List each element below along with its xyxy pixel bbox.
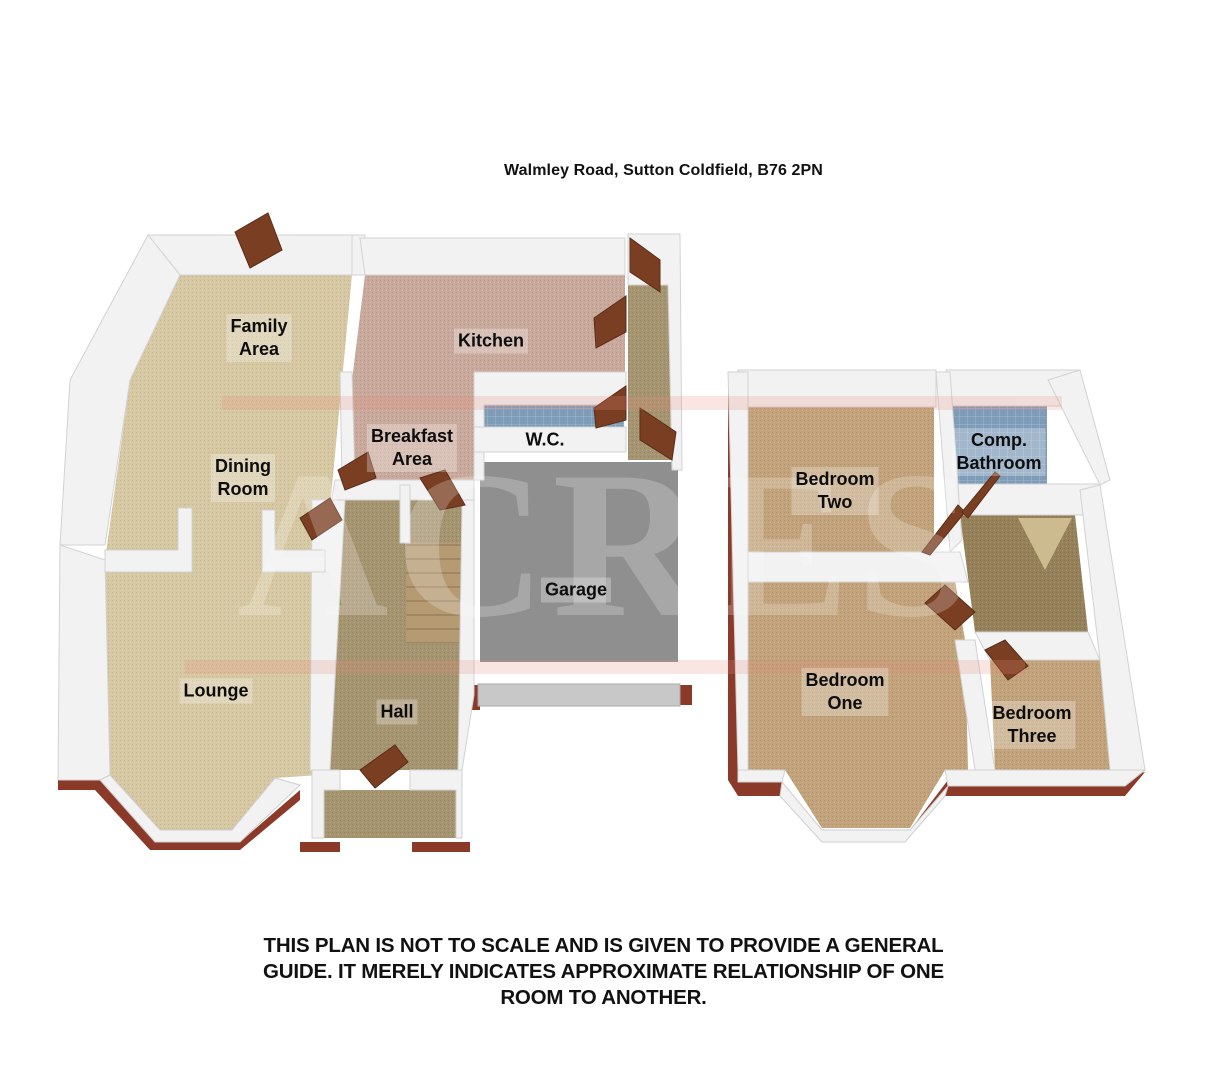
first-doors (921, 471, 1029, 681)
door-breakfast-hall (419, 469, 466, 511)
room-label-dining-room: Dining Room (211, 454, 275, 502)
disclaimer-line-3: ROOM TO ANOTHER. (500, 986, 707, 1009)
door-wc (593, 385, 627, 429)
first-walls (727, 369, 1147, 787)
svg-text:ACRES: ACRES (237, 429, 979, 661)
door-dining-hall (299, 497, 343, 541)
first-floor (727, 369, 1147, 843)
landing-stairs-triangle (1018, 518, 1072, 570)
room-label-family-area: Family Area (226, 314, 292, 362)
door-bathroom (961, 471, 1001, 519)
floor-comp-bathroom (952, 406, 1047, 484)
room-label-bedroom-one: Bedroom One (801, 668, 889, 716)
bay-window-bedroom-one (779, 780, 949, 843)
ground-floor (57, 212, 692, 852)
room-label-breakfast-area: Breakfast Area (366, 424, 458, 472)
stairs (406, 543, 462, 643)
door-passage-bottom (639, 407, 677, 461)
room-label-garage: Garage (540, 577, 612, 603)
brick-base-porch (300, 842, 470, 852)
garage-door (477, 683, 681, 707)
room-label-kitchen: Kitchen (453, 328, 529, 354)
brick-base-lounge (58, 780, 300, 850)
ground-doors (234, 212, 677, 789)
room-label-comp-bathroom: Comp. Bathroom (952, 428, 1046, 476)
brick-base-first (738, 770, 1145, 842)
floor-wc (484, 405, 624, 427)
disclaimer-line-1: THIS PLAN IS NOT TO SCALE AND IS GIVEN T… (263, 934, 944, 957)
door-bedroom-three (984, 639, 1029, 681)
door-bedroom-one (924, 584, 976, 631)
door-passage-top (629, 237, 661, 293)
bay-window-lounge (99, 774, 301, 843)
room-label-lounge: Lounge (179, 678, 253, 704)
room-label-bedroom-three: Bedroom Three (988, 701, 1076, 749)
door-hall-porch (359, 744, 409, 789)
watermark: ACRES (185, 396, 1062, 674)
door-family-area (234, 212, 283, 269)
door-breakfast (337, 451, 377, 491)
disclaimer-line-2: GUIDE. IT MERELY INDICATES APPROXIMATE R… (263, 960, 944, 983)
room-label-bedroom-two: Bedroom Two (791, 467, 879, 515)
room-label-hall: Hall (376, 699, 418, 725)
floor-garage (480, 462, 678, 662)
door-kitchen-passage (593, 295, 627, 349)
property-address-title: Walmley Road, Sutton Coldfield, B76 2PN (504, 162, 823, 179)
room-label-wc: W.C. (525, 429, 565, 450)
disclaimer-text: THIS PLAN IS NOT TO SCALE AND IS GIVEN T… (0, 933, 1207, 1011)
